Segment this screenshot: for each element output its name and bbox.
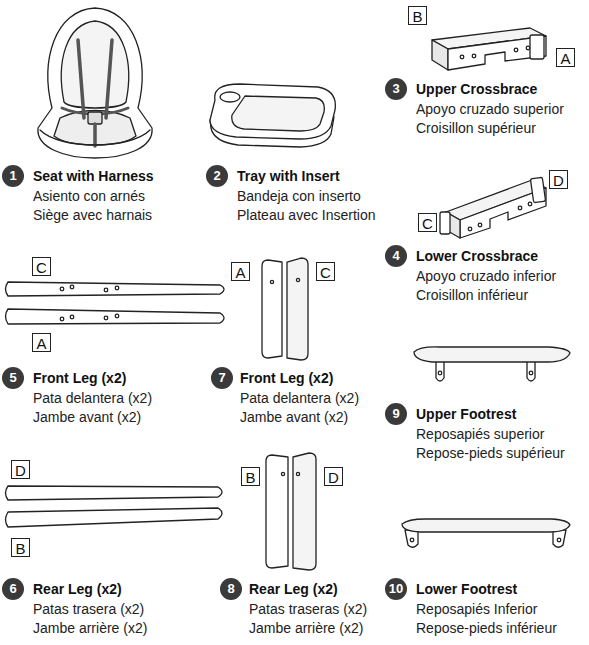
part-name: Upper Footrest [416, 405, 516, 423]
part-name-french: Jambe arrière (x2) [249, 619, 363, 637]
letter-box: A [231, 262, 250, 281]
part-name: Rear Leg (x2) [33, 580, 122, 598]
tray-illustration [210, 84, 335, 147]
letter-box: B [11, 538, 30, 557]
part-name-french: Siège avec harnais [33, 206, 152, 224]
seat-illustration [38, 8, 152, 158]
part-name-french: Repose-pieds inférieur [416, 619, 557, 637]
part-name-french: Jambe avant (x2) [240, 408, 348, 426]
connection-letter: B [412, 9, 422, 25]
part-name-spanish: Bandeja con inserto [237, 187, 361, 205]
callout-number: 7 [211, 367, 233, 389]
part-name: Tray with Insert [237, 167, 340, 185]
lower-crossbrace-illustration [440, 177, 546, 238]
part-name-french: Repose-pieds supérieur [416, 444, 565, 462]
callout-number: 9 [385, 403, 407, 425]
letter-box: C [32, 257, 51, 276]
part-name-french: Plateau avec Insertion [237, 206, 376, 224]
letter-box: C [418, 213, 437, 232]
rear-leg-panels [266, 453, 316, 570]
connection-letter: A [36, 336, 46, 352]
letter-box: C [316, 262, 335, 281]
part-name: Rear Leg (x2) [249, 580, 338, 598]
letter-box: D [11, 460, 30, 479]
part-name-spanish: Pata delantera (x2) [240, 389, 359, 407]
part-name-spanish: Reposapiés Inferior [416, 600, 537, 618]
connection-letter: D [553, 173, 564, 189]
callout-number: 2 [206, 165, 228, 187]
part-name-spanish: Patas trasera (x2) [33, 600, 144, 618]
part-name-spanish: Pata delantera (x2) [33, 389, 152, 407]
front-leg-panels [262, 258, 308, 360]
letter-box: B [241, 467, 260, 486]
connection-letter: B [245, 470, 255, 486]
callout-number: 8 [220, 578, 242, 600]
part-name-french: Jambe avant (x2) [33, 408, 141, 426]
part-name-spanish: Patas traseras (x2) [249, 600, 367, 618]
callout-number: 1 [2, 165, 24, 187]
callout-number: 4 [385, 245, 407, 267]
connection-letter: C [320, 265, 331, 281]
part-name-french: Croisillon inférieur [416, 286, 528, 304]
part-name: Seat with Harness [33, 167, 154, 185]
lower-footrest-illustration [402, 519, 570, 547]
connection-letter: B [15, 541, 25, 557]
part-name-spanish: Asiento con arnés [33, 187, 145, 205]
letter-box: D [549, 170, 568, 189]
connection-letter: D [328, 470, 339, 486]
connection-letter: A [235, 265, 245, 281]
callout-number: 5 [2, 367, 24, 389]
part-name-spanish: Reposapiés superior [416, 425, 544, 443]
connection-letter: C [36, 260, 47, 276]
callout-number: 6 [2, 578, 24, 600]
part-name-french: Jambe arrière (x2) [33, 619, 147, 637]
part-name: Front Leg (x2) [33, 369, 126, 387]
connection-letter: D [15, 463, 26, 479]
connection-letter: A [560, 51, 570, 67]
letter-box: A [556, 48, 575, 67]
upper-crossbrace-illustration [432, 28, 546, 70]
part-name-french: Croisillon supérieur [416, 119, 536, 137]
front-leg-bars [6, 282, 225, 324]
letter-box: D [324, 467, 343, 486]
part-name: Upper Crossbrace [416, 80, 537, 98]
part-name: Lower Crossbrace [416, 247, 538, 265]
rear-leg-bars [6, 486, 223, 527]
part-name: Front Leg (x2) [240, 369, 333, 387]
part-name-spanish: Apoyo cruzado superior [416, 100, 564, 118]
part-name: Lower Footrest [416, 580, 517, 598]
callout-number: 3 [385, 78, 407, 100]
upper-footrest-illustration [414, 347, 570, 381]
letter-box: B [408, 6, 427, 25]
connection-letter: C [422, 216, 433, 232]
callout-number: 10 [385, 578, 407, 600]
letter-box: A [32, 333, 51, 352]
part-name-spanish: Apoyo cruzado inferior [416, 267, 556, 285]
